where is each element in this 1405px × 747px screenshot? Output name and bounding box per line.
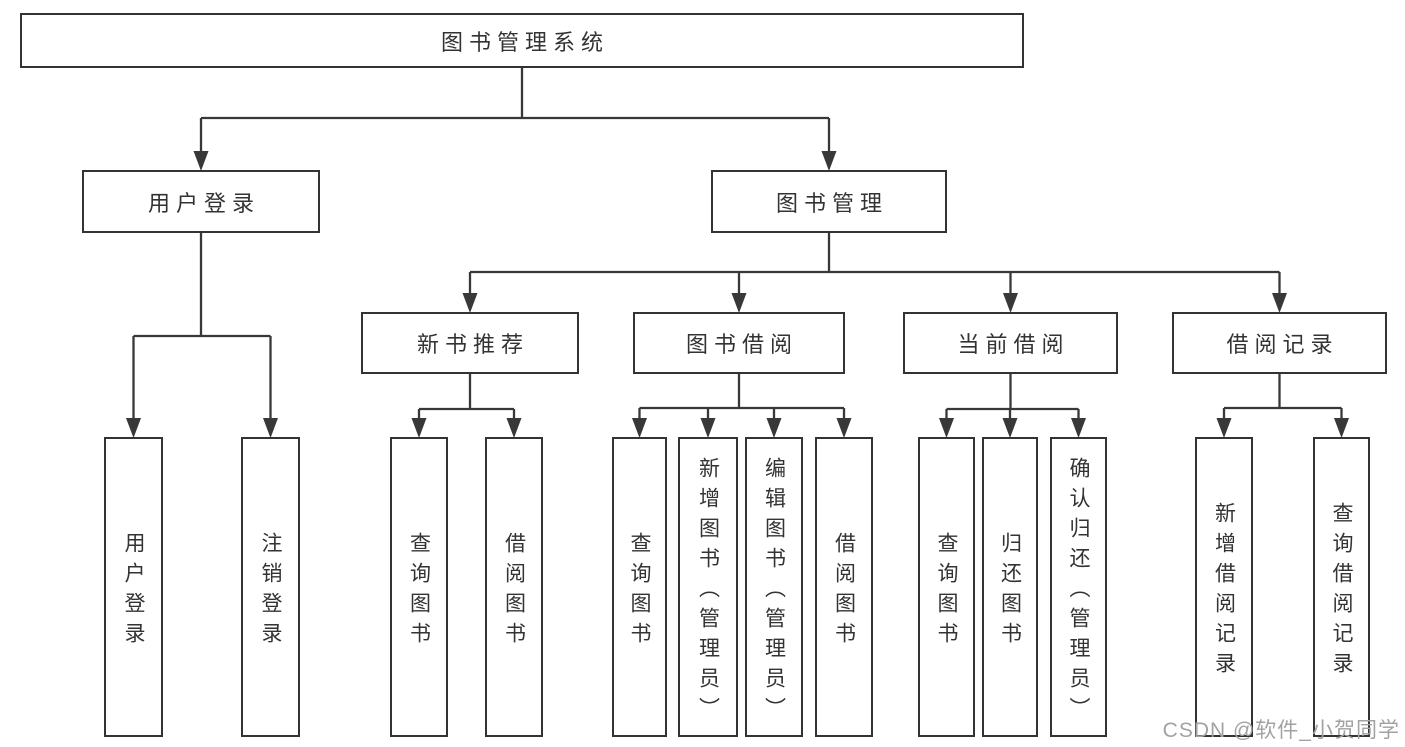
node-label-leaf-cb-confirm: 确认归还（管理员） — [1067, 456, 1090, 727]
arrowhead-icon — [1003, 293, 1018, 313]
diagram-node-root: 图书管理系统 — [20, 13, 1024, 68]
node-label-leaf-cb-return: 归还图书 — [998, 531, 1022, 652]
node-label-current-borrow: 当前借阅 — [957, 332, 1070, 357]
arrowhead-icon — [1002, 418, 1018, 438]
node-label-leaf-cb-query: 查询图书 — [935, 531, 958, 652]
diagram-node-book-mgmt: 图书管理 — [711, 170, 947, 233]
arrowhead-icon — [632, 418, 647, 438]
diagram-node-leaf-cb-query: 查询图书 — [918, 437, 975, 737]
diagram-node-leaf-rec-borrow: 借阅图书 — [485, 437, 543, 737]
arrowhead-icon — [1272, 293, 1287, 313]
arrowhead-icon — [766, 418, 782, 438]
node-label-leaf-bb-edit: 编辑图书（管理员） — [762, 456, 786, 727]
diagram-node-leaf-bb-add: 新增图书（管理员） — [678, 437, 738, 737]
node-label-leaf-rec-query: 查询图书 — [407, 531, 431, 652]
arrowhead-icon — [126, 418, 141, 438]
node-label-book-mgmt: 图书管理 — [775, 190, 888, 216]
diagram-node-leaf-cb-confirm: 确认归还（管理员） — [1050, 437, 1107, 737]
node-label-leaf-bb-add: 新增图书（管理员） — [696, 456, 720, 727]
diagram-node-leaf-user-login: 用户登录 — [104, 437, 163, 737]
diagram-node-new-book-rec: 新书推荐 — [361, 312, 579, 374]
node-label-new-book-rec: 新书推荐 — [416, 332, 529, 357]
node-label-leaf-rec-borrow: 借阅图书 — [502, 531, 526, 652]
arrowhead-icon — [700, 418, 716, 438]
node-label-book-borrow: 图书借阅 — [685, 332, 798, 357]
connector-path — [132, 68, 1343, 424]
arrowhead-icon — [193, 151, 209, 171]
arrowhead-icon — [731, 293, 747, 313]
diagram-node-leaf-cb-return: 归还图书 — [982, 437, 1038, 737]
node-label-leaf-bb-query: 查询图书 — [628, 531, 651, 652]
diagram-node-leaf-br-query: 查询借阅记录 — [1313, 437, 1370, 737]
node-label-leaf-bb-borrow: 借阅图书 — [832, 531, 856, 652]
arrowhead-icon — [1216, 418, 1232, 438]
arrowhead-icon — [506, 418, 522, 438]
node-label-leaf-br-query: 查询借阅记录 — [1330, 501, 1353, 682]
node-label-leaf-user-login: 用户登录 — [122, 531, 145, 652]
diagram-node-leaf-bb-query: 查询图书 — [612, 437, 667, 737]
diagram-node-leaf-bb-borrow: 借阅图书 — [815, 437, 873, 737]
arrowhead-icon — [1071, 418, 1086, 438]
node-label-leaf-logout: 注销登录 — [259, 531, 282, 652]
arrowhead-icon — [462, 293, 478, 313]
node-label-leaf-br-add: 新增借阅记录 — [1212, 501, 1236, 682]
diagram-node-leaf-logout: 注销登录 — [241, 437, 300, 737]
watermark: CSDN @软件_小贺同学 — [1162, 719, 1400, 742]
arrowhead-icon — [1334, 418, 1349, 438]
node-label-root: 图书管理系统 — [440, 29, 609, 55]
diagram-node-leaf-rec-query: 查询图书 — [390, 437, 448, 737]
diagram-node-borrow-record: 借阅记录 — [1172, 312, 1387, 374]
node-label-borrow-record: 借阅记录 — [1226, 332, 1339, 357]
arrowhead-icon — [263, 418, 278, 438]
diagram-node-leaf-bb-edit: 编辑图书（管理员） — [745, 437, 803, 737]
node-label-user-login: 用户登录 — [147, 190, 260, 216]
arrowhead-icon — [411, 418, 427, 438]
arrowhead-icon — [821, 151, 837, 171]
diagram-node-user-login: 用户登录 — [82, 170, 320, 233]
diagram-node-book-borrow: 图书借阅 — [633, 312, 845, 374]
diagram-node-leaf-br-add: 新增借阅记录 — [1195, 437, 1253, 737]
arrowhead-icon — [836, 418, 852, 438]
arrowhead-icon — [939, 418, 954, 438]
diagram-node-current-borrow: 当前借阅 — [903, 312, 1118, 374]
